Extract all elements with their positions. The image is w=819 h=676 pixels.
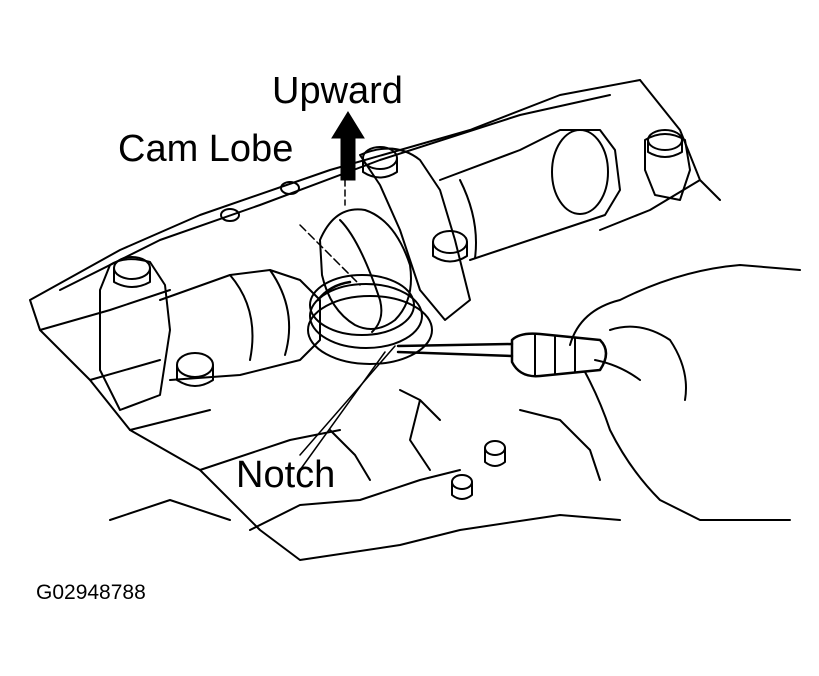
notch-leader-line-2 — [299, 351, 386, 471]
cam-lobe-dashed-line — [299, 224, 361, 286]
cam-lobe-label: Cam Lobe — [118, 128, 294, 170]
notch-label: Notch — [236, 454, 336, 496]
cam-lobe — [319, 208, 412, 330]
valve-lifter-bore — [307, 295, 433, 365]
screwdriver-handle — [510, 332, 608, 378]
cylinder-head-top-ridge — [59, 94, 611, 291]
camshaft-journal-right — [439, 129, 621, 261]
camshaft-journal-left — [159, 269, 321, 381]
notch-leader-line-1 — [299, 345, 396, 456]
bearing-cap-left — [99, 258, 171, 411]
figure-id-label: G02948788 — [36, 581, 146, 604]
cap-bolt-center-bottom — [432, 230, 468, 254]
cap-bolt-left-top — [113, 256, 151, 280]
bearing-cap-right — [644, 133, 691, 201]
screwdriver-shaft — [396, 342, 514, 358]
cylinder-head-rear-edge — [599, 79, 721, 231]
upward-arrow-icon — [331, 111, 365, 181]
hand-outline — [569, 264, 801, 521]
cap-bolt-left-bottom — [176, 352, 214, 378]
cap-bolt-center-top — [362, 146, 398, 170]
bearing-cap-center — [359, 147, 471, 321]
valve-lifter-ring — [309, 283, 423, 349]
cylinder-head-lower-edge — [109, 469, 461, 531]
cylinder-head-front-ridge — [39, 289, 341, 471]
upward-label: Upward — [272, 70, 403, 112]
